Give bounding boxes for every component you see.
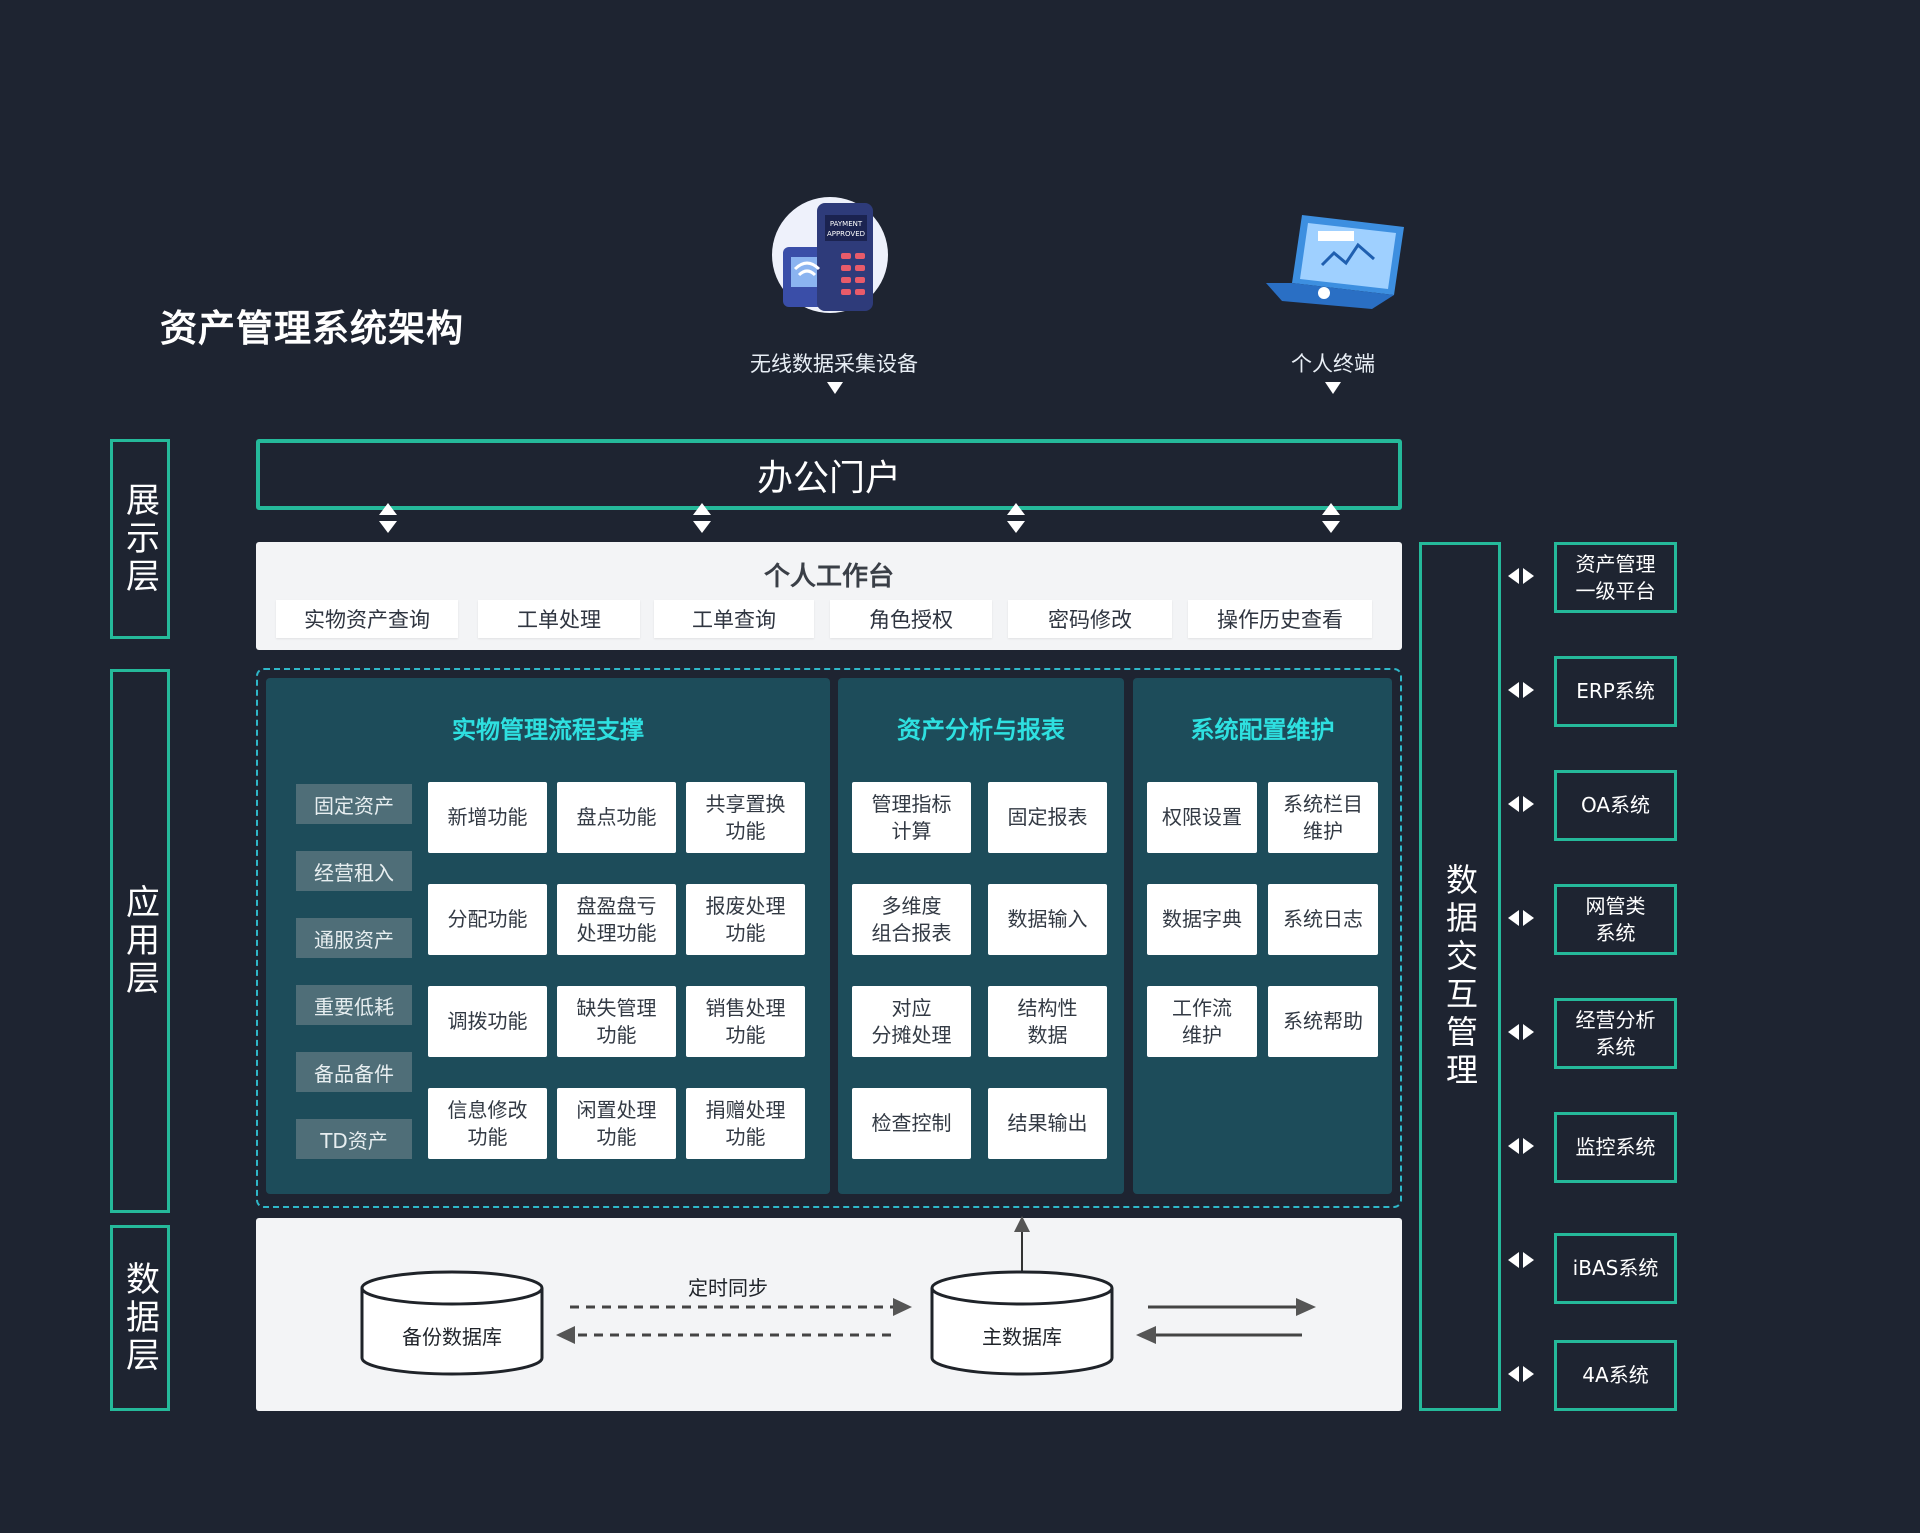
asset-category[interactable]: TD资产 <box>296 1119 412 1159</box>
laptop-icon <box>1262 205 1412 315</box>
bidirectional-arrow-icon <box>693 503 711 533</box>
layer-label-application: 应用层 <box>110 669 170 1213</box>
function-box[interactable]: 权限设置 <box>1147 782 1257 853</box>
workbench-title: 个人工作台 <box>763 562 894 592</box>
sync-label: 定时同步 <box>688 1276 768 1300</box>
main-database-icon <box>930 1270 1114 1376</box>
function-box[interactable]: 调拨功能 <box>428 986 547 1057</box>
asset-category[interactable]: 经营租入 <box>296 851 412 891</box>
bidirectional-arrow-icon <box>1508 1024 1534 1040</box>
workbench-item[interactable]: 角色授权 <box>830 600 992 638</box>
bidirectional-arrow-icon <box>1508 910 1534 926</box>
device-label-wireless: 无线数据采集设备 <box>750 352 918 376</box>
data-exchange-label: 数据交互管理 <box>1441 862 1479 1091</box>
layer-label-data: 数据层 <box>110 1225 170 1411</box>
workbench-item[interactable]: 操作历史查看 <box>1188 600 1372 638</box>
screen-text-2: APPROVED <box>827 230 865 238</box>
workbench-item[interactable]: 工单查询 <box>654 600 814 638</box>
bidirectional-arrow-icon <box>1322 503 1340 533</box>
screen-text-1: PAYMENT <box>830 220 863 228</box>
backup-database-icon <box>360 1270 544 1376</box>
panel-title: 资产分析与报表 <box>897 716 1065 744</box>
function-box[interactable]: 信息修改 功能 <box>428 1088 547 1159</box>
panel-system-config: 系统配置维护 权限设置 系统栏目 维护 数据字典 系统日志 工作流 维护 系统帮… <box>1133 678 1392 1194</box>
bidirectional-arrow-icon <box>1508 796 1534 812</box>
workbench-item[interactable]: 工单处理 <box>478 600 640 638</box>
function-box[interactable]: 工作流 维护 <box>1147 986 1257 1057</box>
external-system[interactable]: 资产管理 一级平台 <box>1554 542 1677 613</box>
office-portal[interactable]: 办公门户 <box>256 439 1402 510</box>
external-system[interactable]: 4A系统 <box>1554 1340 1677 1411</box>
asset-category[interactable]: 固定资产 <box>296 784 412 824</box>
function-box[interactable]: 结构性 数据 <box>988 986 1107 1057</box>
external-system[interactable]: iBAS系统 <box>1554 1233 1677 1304</box>
backup-database-label: 备份数据库 <box>402 1325 502 1349</box>
function-box[interactable]: 数据字典 <box>1147 884 1257 955</box>
asset-category[interactable]: 通服资产 <box>296 918 412 958</box>
function-box[interactable]: 结果输出 <box>988 1088 1107 1159</box>
function-box[interactable]: 缺失管理 功能 <box>557 986 676 1057</box>
external-system[interactable]: ERP系统 <box>1554 656 1677 727</box>
function-box[interactable]: 系统日志 <box>1268 884 1378 955</box>
panel-title: 实物管理流程支撑 <box>452 716 644 744</box>
bidirectional-arrow-icon <box>1508 682 1534 698</box>
function-box[interactable]: 系统帮助 <box>1268 986 1378 1057</box>
down-arrow-icon <box>1325 382 1341 394</box>
function-box[interactable]: 管理指标 计算 <box>852 782 971 853</box>
function-box[interactable]: 报废处理 功能 <box>686 884 805 955</box>
function-box[interactable]: 多维度 组合报表 <box>852 884 971 955</box>
function-box[interactable]: 捐赠处理 功能 <box>686 1088 805 1159</box>
function-box[interactable]: 检查控制 <box>852 1088 971 1159</box>
function-box[interactable]: 闲置处理 功能 <box>557 1088 676 1159</box>
bidirectional-arrow-icon <box>1508 1366 1534 1382</box>
page-title: 资产管理系统架构 <box>160 307 464 350</box>
workbench-item[interactable]: 密码修改 <box>1008 600 1172 638</box>
bidirectional-arrow-icon <box>1508 568 1534 584</box>
external-system[interactable]: OA系统 <box>1554 770 1677 841</box>
function-box[interactable]: 分配功能 <box>428 884 547 955</box>
external-system[interactable]: 监控系统 <box>1554 1112 1677 1183</box>
data-exchange-management: 数据交互管理 <box>1419 542 1501 1411</box>
panel-title: 系统配置维护 <box>1190 716 1335 744</box>
external-system[interactable]: 网管类 系统 <box>1554 884 1677 955</box>
asset-category[interactable]: 备品备件 <box>296 1052 412 1092</box>
function-box[interactable]: 新增功能 <box>428 782 547 853</box>
function-box[interactable]: 盘点功能 <box>557 782 676 853</box>
main-database-label: 主数据库 <box>982 1325 1062 1349</box>
function-box[interactable]: 对应 分摊处理 <box>852 986 971 1057</box>
panel-physical-management: 实物管理流程支撑 固定资产 经营租入 通服资产 重要低耗 备品备件 TD资产 新… <box>266 678 830 1194</box>
function-box[interactable]: 固定报表 <box>988 782 1107 853</box>
function-box[interactable]: 销售处理 功能 <box>686 986 805 1057</box>
device-label-terminal: 个人终端 <box>1291 352 1375 376</box>
down-arrow-icon <box>827 382 843 394</box>
asset-category[interactable]: 重要低耗 <box>296 985 412 1025</box>
personal-workbench: 个人工作台 实物资产查询 工单处理 工单查询 角色授权 密码修改 操作历史查看 <box>256 542 1402 650</box>
application-layer-container <box>256 668 1402 1208</box>
workbench-item[interactable]: 实物资产查询 <box>276 600 458 638</box>
function-box[interactable]: 系统栏目 维护 <box>1268 782 1378 853</box>
payment-terminal-icon: PAYMENT APPROVED <box>765 195 895 320</box>
external-system[interactable]: 经营分析 系统 <box>1554 998 1677 1069</box>
bidirectional-arrow-icon <box>1007 503 1025 533</box>
panel-asset-analysis: 资产分析与报表 管理指标 计算 固定报表 多维度 组合报表 数据输入 对应 分摊… <box>838 678 1124 1194</box>
bidirectional-arrow-icon <box>379 503 397 533</box>
bidirectional-arrow-icon <box>1508 1252 1534 1268</box>
function-box[interactable]: 共享置换 功能 <box>686 782 805 853</box>
layer-label-display: 展示层 <box>110 439 170 639</box>
function-box[interactable]: 数据输入 <box>988 884 1107 955</box>
bidirectional-arrow-icon <box>1508 1138 1534 1154</box>
function-box[interactable]: 盘盈盘亏 处理功能 <box>557 884 676 955</box>
